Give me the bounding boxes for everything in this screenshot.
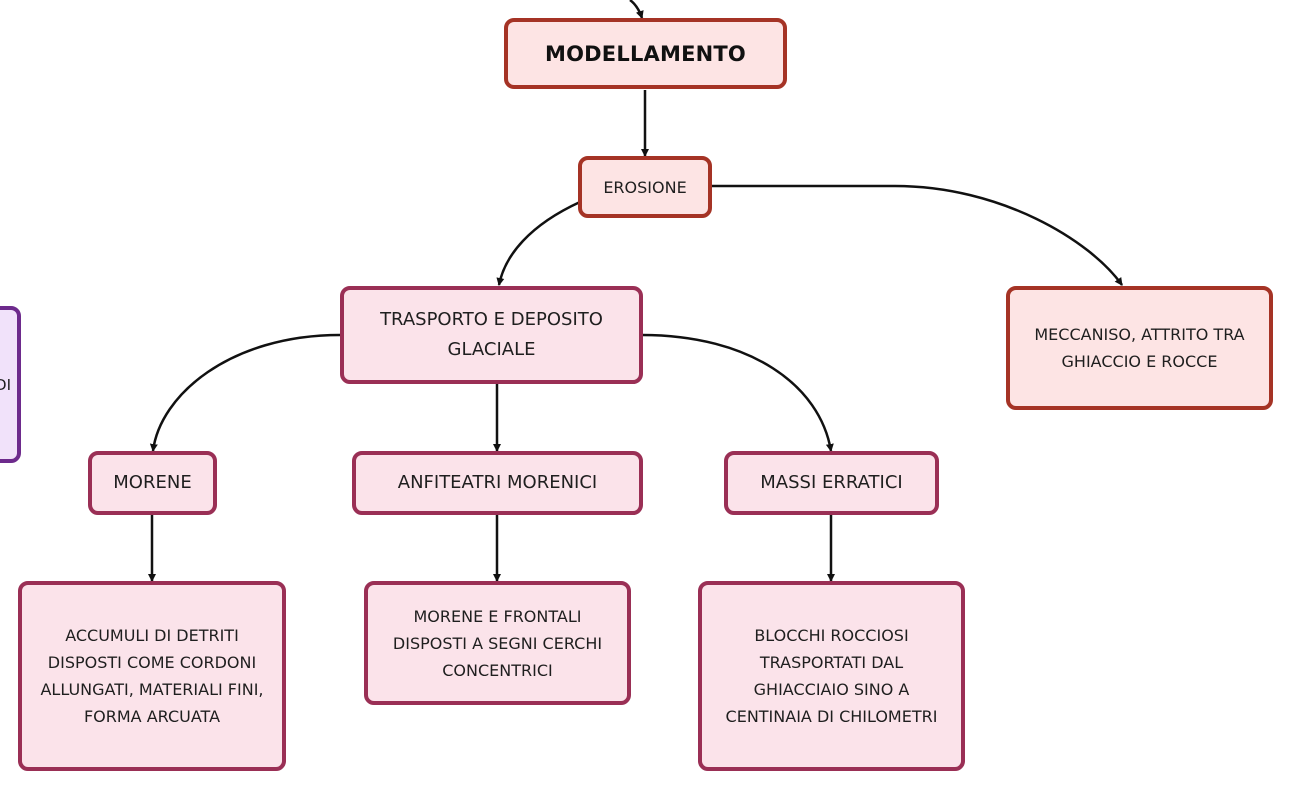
node-meccanismo-label: MECCANISO, ATTRITO TRA GHIACCIO E ROCCE: [1034, 325, 1245, 371]
node-morene-label: MORENE: [113, 472, 192, 493]
node-anfiteatri[interactable]: ANFITEATRI MORENICI: [352, 451, 643, 515]
edge-erosione-trasporto: [496, 200, 581, 286]
node-morene-frontali-label: MORENE E FRONTALI DISPOSTI A SEGNI CERCH…: [392, 606, 603, 680]
node-accumuli-label: ACCUMULI DI DETRITI DISPOSTI COME CORDON…: [40, 626, 264, 726]
node-trasporto[interactable]: TRASPORTO E DEPOSITO GLACIALE: [340, 286, 643, 384]
edge-trasporto-massi: [641, 333, 834, 452]
node-accumuli[interactable]: ACCUMULI DI DETRITI DISPOSTI COME CORDON…: [18, 581, 286, 771]
node-modellamento-label: MODELLAMENTO: [545, 41, 746, 66]
node-morene[interactable]: MORENE: [88, 451, 217, 515]
node-offscreen-left-label: DI: [0, 375, 11, 394]
edge-erosione-meccanismo: [712, 184, 1124, 286]
edge-trasporto-morene: [149, 333, 341, 452]
node-morene-frontali[interactable]: MORENE E FRONTALI DISPOSTI A SEGNI CERCH…: [364, 581, 631, 705]
node-trasporto-label: TRASPORTO E DEPOSITO GLACIALE: [380, 309, 603, 360]
node-massi[interactable]: MASSI ERRATICI: [724, 451, 939, 515]
node-anfiteatri-label: ANFITEATRI MORENICI: [397, 472, 598, 493]
node-modellamento[interactable]: MODELLAMENTO: [504, 18, 787, 89]
edge-incoming-modellamento: [629, 0, 644, 19]
node-blocchi-label: BLOCCHI ROCCIOSI TRASPORTATI DAL GHIACCI…: [725, 626, 938, 726]
node-offscreen-left[interactable]: DI: [0, 306, 21, 463]
node-massi-label: MASSI ERRATICI: [760, 472, 903, 493]
node-erosione[interactable]: EROSIONE: [578, 156, 712, 218]
node-erosione-label: EROSIONE: [603, 177, 687, 197]
node-meccanismo[interactable]: MECCANISO, ATTRITO TRA GHIACCIO E ROCCE: [1006, 286, 1273, 410]
node-blocchi[interactable]: BLOCCHI ROCCIOSI TRASPORTATI DAL GHIACCI…: [698, 581, 965, 771]
